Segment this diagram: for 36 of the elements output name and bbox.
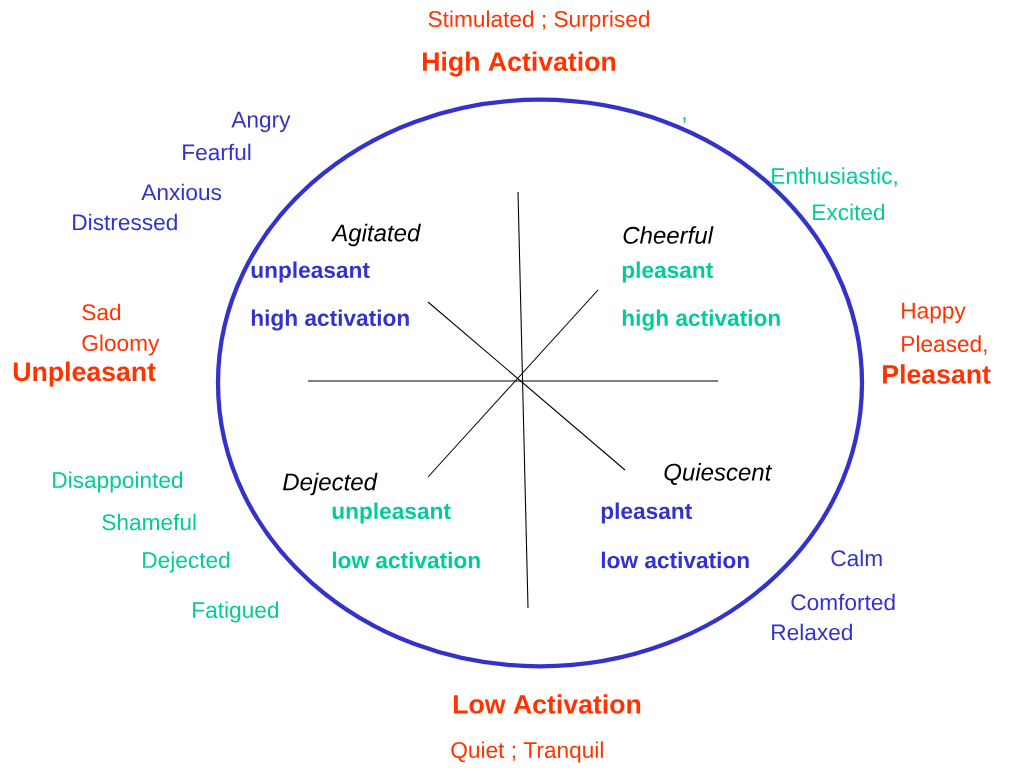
quadrant-label: unpleasant [251, 261, 370, 283]
word-label: Fearful [183, 143, 251, 161]
word-label: Disappointed [53, 471, 183, 493]
quadrant-label: low activation [332, 551, 480, 569]
word-label: Happy [902, 302, 966, 324]
word-label: Anxious [141, 183, 222, 201]
axis-pole-label: Pleasant [883, 364, 991, 384]
word-label: Quiet ; Tranquil [451, 741, 603, 763]
quadrant-title: Cheerful [623, 226, 714, 244]
quadrant-title: Quiescent [664, 463, 773, 485]
word-label: Sad [82, 303, 121, 321]
word-label: Angry [231, 111, 291, 133]
word-label: Fatigued [193, 601, 278, 623]
quadrant-label: pleasant [601, 502, 692, 524]
word-label: Relaxed [772, 623, 852, 641]
word-label: , [683, 117, 686, 123]
word-label: Pleased, [902, 335, 987, 355]
word-label: Distressed [73, 213, 177, 231]
word-label: Excited [813, 203, 885, 221]
quadrant-label: high activation [622, 309, 780, 331]
axis-pole-label: High Activation [423, 51, 616, 77]
word-label: Comforted [791, 593, 895, 611]
quadrant-label: low activation [601, 551, 749, 569]
quadrant-title: Dejected [283, 472, 378, 496]
word-label: Enthusiastic, [772, 167, 897, 187]
quadrant-title: Agitated [331, 223, 421, 247]
axis-pole-label: Unpleasant [13, 361, 156, 387]
quadrant-label: unpleasant [332, 502, 451, 524]
word-label: Dejected [143, 551, 230, 573]
quadrant-label: high activation [251, 309, 409, 331]
word-label: Stimulated ; Surprised [428, 10, 649, 32]
word-label: Gloomy [82, 334, 160, 356]
word-label: Calm [831, 549, 882, 567]
word-label: Shameful [102, 513, 196, 531]
quadrant-label: pleasant [622, 261, 713, 283]
axis-pole-label: Low Activation [453, 694, 641, 714]
